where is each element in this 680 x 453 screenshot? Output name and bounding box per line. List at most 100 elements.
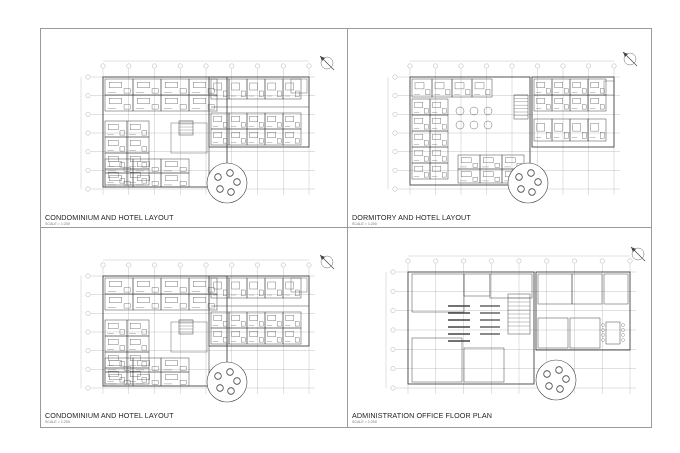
sheet-horizontal-divider <box>41 227 651 228</box>
bath-fixture <box>277 138 282 144</box>
bath-fixture <box>424 156 429 162</box>
circular-lobby <box>507 162 549 204</box>
bath-fixture <box>141 162 147 168</box>
admin-wing-left <box>407 271 535 385</box>
panel-dormitory: DORMITORY AND HOTEL LAYOUT SCALE = 1:200 <box>348 29 653 226</box>
chair <box>621 338 625 342</box>
chair <box>601 328 605 332</box>
bath-fixture <box>582 104 587 110</box>
round-table <box>233 178 241 186</box>
grid-lines <box>385 255 636 394</box>
unit-row-top <box>104 78 218 112</box>
grid-bubble <box>100 63 106 69</box>
bed-furniture <box>414 118 423 124</box>
bath-fixture <box>259 122 264 128</box>
bath-fixture <box>564 88 569 94</box>
bed-furniture <box>193 82 206 88</box>
lounge-table <box>455 120 465 130</box>
commons-furniture <box>455 106 493 130</box>
bed-furniture <box>165 374 178 380</box>
bed-furniture <box>108 172 119 178</box>
chair <box>621 323 625 327</box>
bath-fixture <box>119 162 125 168</box>
dorm-wing-left <box>409 76 531 186</box>
grid-bubble <box>203 262 209 268</box>
elevator-core <box>603 80 615 96</box>
round-table <box>555 366 563 374</box>
office-south <box>463 347 505 383</box>
bed-furniture <box>454 82 465 90</box>
round-table <box>545 382 553 390</box>
bed-furniture <box>536 98 545 104</box>
circular-lobby <box>206 162 248 204</box>
bath-fixture <box>277 337 282 343</box>
bed-furniture <box>267 281 276 290</box>
bed-furniture <box>231 281 240 290</box>
bed-furniture <box>249 315 258 321</box>
bed-furniture <box>108 140 119 146</box>
drawing-sheet: CONDOMINIUM AND HOTEL LAYOUT SCALE = 1:2… <box>40 28 652 428</box>
grid-bubble <box>390 269 396 275</box>
bed-furniture <box>285 315 294 321</box>
grid-bubble <box>100 262 106 268</box>
bed-furniture <box>165 281 178 287</box>
bed-furniture <box>249 331 258 337</box>
panel-title: ADMINISTRATION OFFICE FLOOR PLAN <box>352 411 493 420</box>
lobby-circle <box>206 162 248 204</box>
bath-fixture <box>123 167 131 172</box>
grid-lines <box>80 259 315 394</box>
bath-fixture <box>259 138 264 144</box>
round-table <box>556 385 564 393</box>
bed-furniture <box>590 98 599 104</box>
bath-fixture <box>277 122 282 128</box>
bed-furniture <box>285 116 294 122</box>
boardroom-table <box>601 321 625 345</box>
bath-fixture <box>241 289 246 296</box>
bath-fixture <box>259 289 264 296</box>
bath-fixture <box>123 88 131 94</box>
grid-bubble <box>229 262 235 268</box>
bath-fixture <box>179 366 187 371</box>
bed-furniture <box>267 116 276 122</box>
bed-furniture <box>267 315 276 321</box>
round-table <box>227 387 235 395</box>
panel-condominium-top: CONDOMINIUM AND HOTEL LAYOUT SCALE = 1:2… <box>41 29 346 226</box>
bed-furniture <box>432 118 441 124</box>
round-table <box>227 188 235 196</box>
grid-bubble <box>255 63 260 69</box>
grid-bubble <box>85 149 91 155</box>
bath-fixture <box>494 177 500 182</box>
unit-row-bottom <box>104 158 190 188</box>
grid-lines <box>387 60 620 195</box>
unit-row-right-top <box>210 277 302 299</box>
bed-furniture <box>572 123 581 132</box>
grid-bubble <box>484 63 489 69</box>
bath-fixture <box>223 321 228 327</box>
floor-plan-condominium-top <box>80 55 335 204</box>
bed-furniture <box>137 360 150 366</box>
bath-fixture <box>424 140 429 146</box>
bath-fixture <box>241 321 246 327</box>
chair <box>601 323 605 327</box>
bath-fixture <box>295 90 300 97</box>
sheet-vertical-divider <box>347 29 348 427</box>
bed-furniture <box>505 157 516 163</box>
north-arrow-circle <box>631 247 645 261</box>
bed-furniture <box>213 315 222 321</box>
dorm-room-row-right <box>533 78 607 112</box>
bath-fixture <box>151 88 159 94</box>
building-wing-left <box>102 76 228 188</box>
chair <box>621 328 625 332</box>
bath-fixture <box>600 88 605 94</box>
bath-fixture <box>442 108 447 114</box>
grid-bubble <box>85 366 91 372</box>
grid-bubble <box>126 63 132 69</box>
panel-title: CONDOMINIUM AND HOTEL LAYOUT <box>45 411 174 420</box>
room <box>429 162 449 180</box>
bed-furniture <box>165 161 178 167</box>
grid-bubble <box>544 258 550 264</box>
dorm-room-row-top <box>411 78 493 98</box>
round-table <box>216 185 224 193</box>
grid-bubble <box>280 262 286 268</box>
round-table <box>214 372 222 380</box>
